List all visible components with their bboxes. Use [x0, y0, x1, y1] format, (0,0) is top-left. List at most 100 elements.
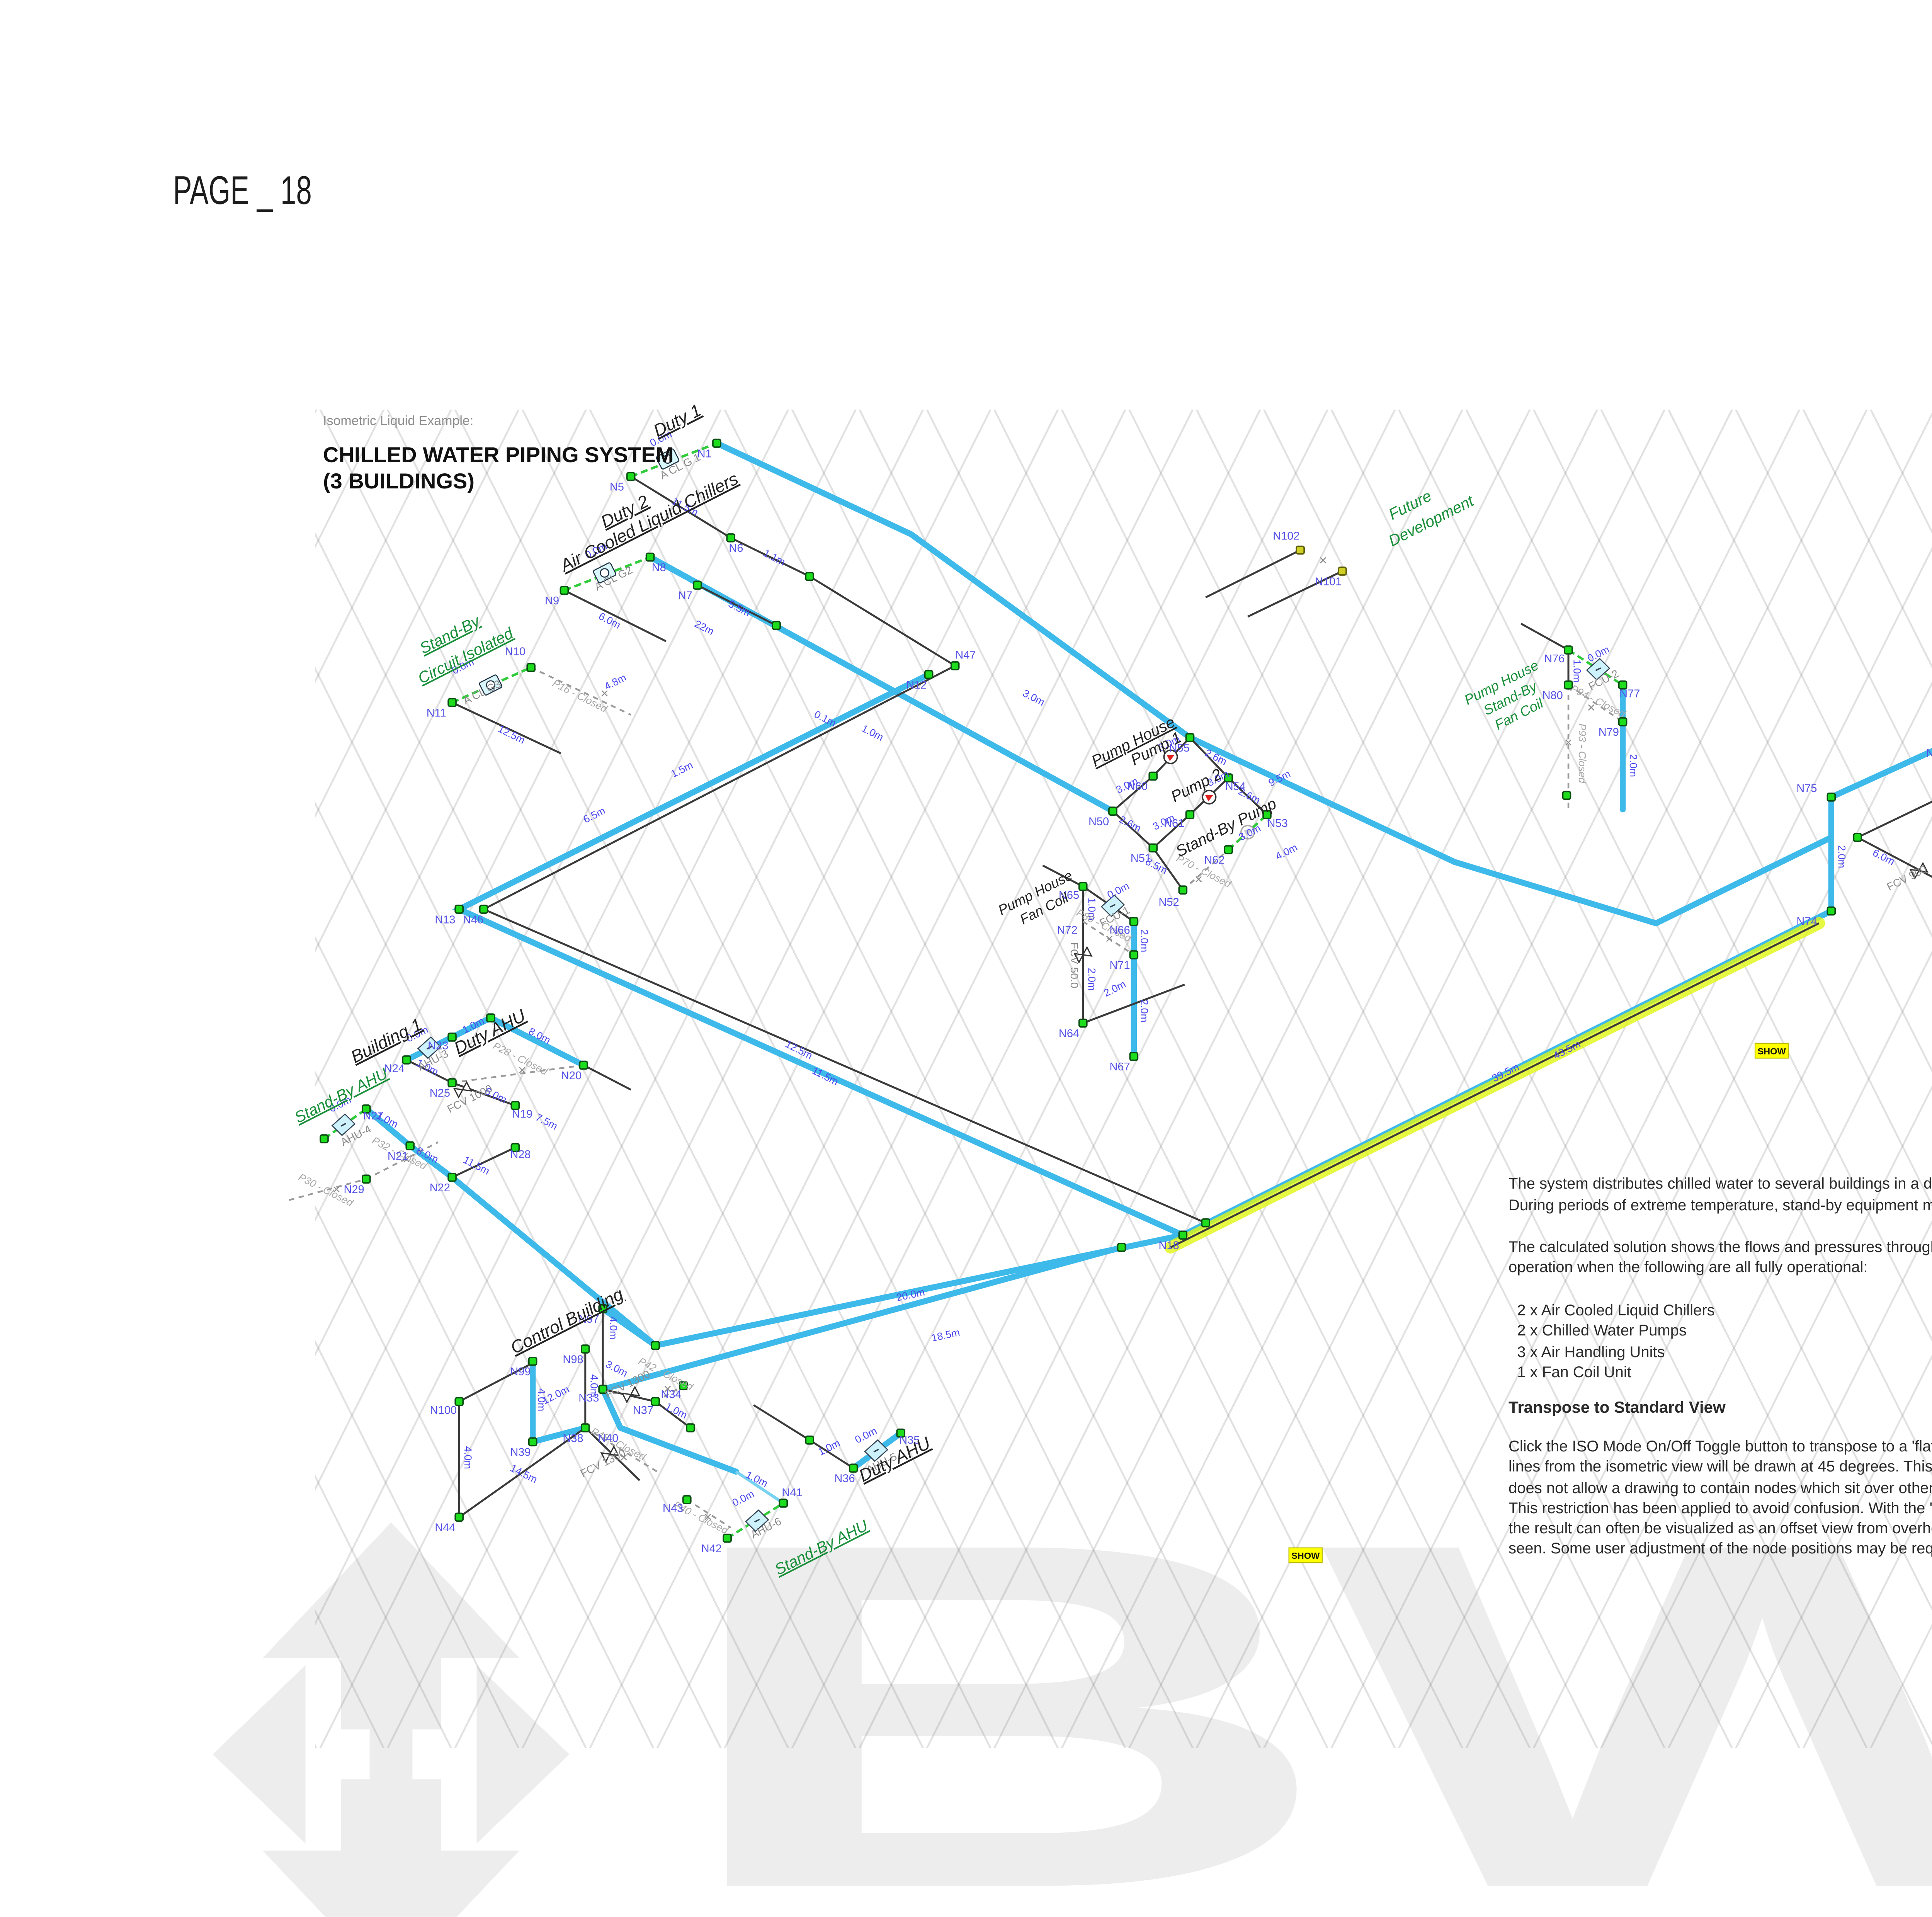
pipe-node[interactable] — [580, 1344, 590, 1354]
pipe-node[interactable] — [779, 1499, 788, 1508]
pipe-node[interactable] — [579, 1060, 588, 1070]
pipe-node[interactable] — [849, 1463, 858, 1473]
pipe-node[interactable] — [1564, 680, 1573, 690]
pipe-node[interactable] — [1338, 566, 1347, 576]
show-toggle[interactable] — [1288, 1547, 1323, 1563]
chiller-icon — [593, 562, 616, 583]
pipe-node[interactable] — [1224, 845, 1233, 854]
pipe-node[interactable] — [447, 698, 457, 707]
node-label: N9 — [545, 595, 559, 607]
pipe-node[interactable] — [651, 1397, 660, 1406]
pipe — [452, 1082, 516, 1107]
pipe-node[interactable] — [402, 1055, 411, 1065]
node-label: N34 — [661, 1388, 681, 1401]
pipe-node[interactable] — [645, 552, 655, 562]
pipe-node[interactable] — [1078, 882, 1088, 891]
pipe-node[interactable] — [1185, 810, 1195, 820]
pipe-node[interactable] — [1853, 833, 1862, 842]
show-toggle-label[interactable]: SHOW — [1291, 1551, 1320, 1561]
pipe-node[interactable] — [1129, 917, 1139, 926]
pipe-node[interactable] — [1224, 773, 1233, 782]
system-notes: The system distributes chilled water to … — [1509, 1175, 1932, 1385]
pipe-node[interactable] — [320, 1134, 329, 1143]
pipe-node[interactable] — [405, 1141, 415, 1150]
pipe-node[interactable] — [1148, 771, 1158, 781]
ahu-fcu-icon — [331, 1113, 356, 1136]
pipe — [1205, 549, 1301, 599]
node-label: N99 — [510, 1366, 531, 1378]
pipe-length-label: 1.0m — [1571, 660, 1583, 682]
pipe-length-label: 3.0m — [1021, 687, 1047, 708]
pipe-node[interactable] — [693, 580, 702, 590]
pipe-node[interactable] — [1201, 1218, 1211, 1228]
pipe-node[interactable] — [1564, 645, 1573, 655]
ahu-fcu-icon — [417, 1036, 442, 1059]
pipe — [1247, 570, 1343, 618]
pipe-node[interactable] — [772, 621, 781, 630]
pipe-node[interactable] — [679, 1381, 688, 1391]
pipe-node[interactable] — [682, 1495, 692, 1504]
pipe-node[interactable] — [626, 472, 636, 481]
pipe-node[interactable] — [1108, 806, 1117, 816]
pipe-node[interactable] — [1178, 885, 1188, 895]
pipe-node[interactable] — [362, 1174, 371, 1184]
pipe-length-label: 2.0m — [1836, 845, 1847, 868]
pipe-node[interactable] — [454, 1512, 464, 1522]
pipe-node[interactable] — [950, 661, 960, 670]
pipe-node[interactable] — [651, 1341, 660, 1350]
pipe-node[interactable] — [1117, 1243, 1126, 1252]
closed-pipe — [686, 1499, 731, 1529]
pipe-node[interactable] — [1618, 680, 1628, 690]
pipe-node[interactable] — [362, 1104, 371, 1114]
pipe-node[interactable] — [580, 1423, 590, 1432]
pipe-node[interactable] — [528, 1437, 537, 1447]
pipe-node[interactable] — [510, 1101, 520, 1110]
pipe-node[interactable] — [805, 1436, 815, 1445]
pipe-node[interactable] — [528, 1356, 537, 1366]
node-label: N67 — [1109, 1061, 1130, 1073]
pipe-node[interactable] — [924, 670, 934, 679]
pipe-node[interactable] — [454, 905, 464, 914]
pipe-node[interactable] — [1827, 793, 1836, 802]
node-label: N38 — [563, 1432, 583, 1444]
pipe-node[interactable] — [1129, 950, 1139, 959]
pipe-node[interactable] — [486, 1013, 495, 1022]
pipe-node[interactable] — [479, 905, 488, 914]
text-line: seen. Some user adjustment of the node p… — [1509, 1541, 1932, 1559]
pipe-node[interactable] — [686, 1423, 695, 1432]
pipe-node[interactable] — [447, 1032, 457, 1042]
pipe-node[interactable] — [712, 439, 721, 448]
pipe — [1228, 777, 1268, 816]
node-label: N81 — [1926, 747, 1932, 760]
pipe-node[interactable] — [454, 1397, 464, 1406]
pipe-length-label: 1.1m — [762, 547, 787, 568]
pipe-node[interactable] — [598, 1304, 607, 1313]
pipe-node[interactable] — [526, 663, 536, 672]
pipe-node[interactable] — [726, 533, 735, 543]
pipe-node[interactable] — [560, 586, 569, 595]
pipe-node[interactable] — [1129, 1052, 1139, 1061]
pipe-node[interactable] — [1827, 906, 1836, 916]
pipe — [697, 584, 777, 626]
pipe-node[interactable] — [805, 572, 815, 581]
watermark-icon — [213, 1522, 570, 1917]
show-toggle[interactable] — [1754, 1043, 1789, 1059]
pipe-node[interactable] — [1078, 1018, 1088, 1028]
pipe-node[interactable] — [447, 1172, 457, 1182]
pipe-node[interactable] — [510, 1143, 520, 1152]
pipe-node[interactable] — [1262, 810, 1272, 820]
pipe-node[interactable] — [896, 1428, 905, 1438]
valve-icon — [600, 1445, 619, 1463]
pipe-node[interactable] — [1185, 733, 1195, 742]
pipe-node[interactable] — [723, 1533, 732, 1543]
pipe-node[interactable] — [447, 1078, 457, 1087]
pipe-node[interactable] — [1178, 1230, 1188, 1240]
pipe-node[interactable] — [1618, 717, 1628, 726]
pipe-node[interactable] — [1562, 791, 1571, 800]
show-toggle-label[interactable]: SHOW — [1757, 1046, 1786, 1056]
pipe-length-label: 12.0m — [540, 1383, 571, 1407]
pipe-node[interactable] — [1148, 843, 1158, 853]
pipe-node[interactable] — [1296, 545, 1305, 555]
pipe-node[interactable] — [598, 1385, 607, 1394]
